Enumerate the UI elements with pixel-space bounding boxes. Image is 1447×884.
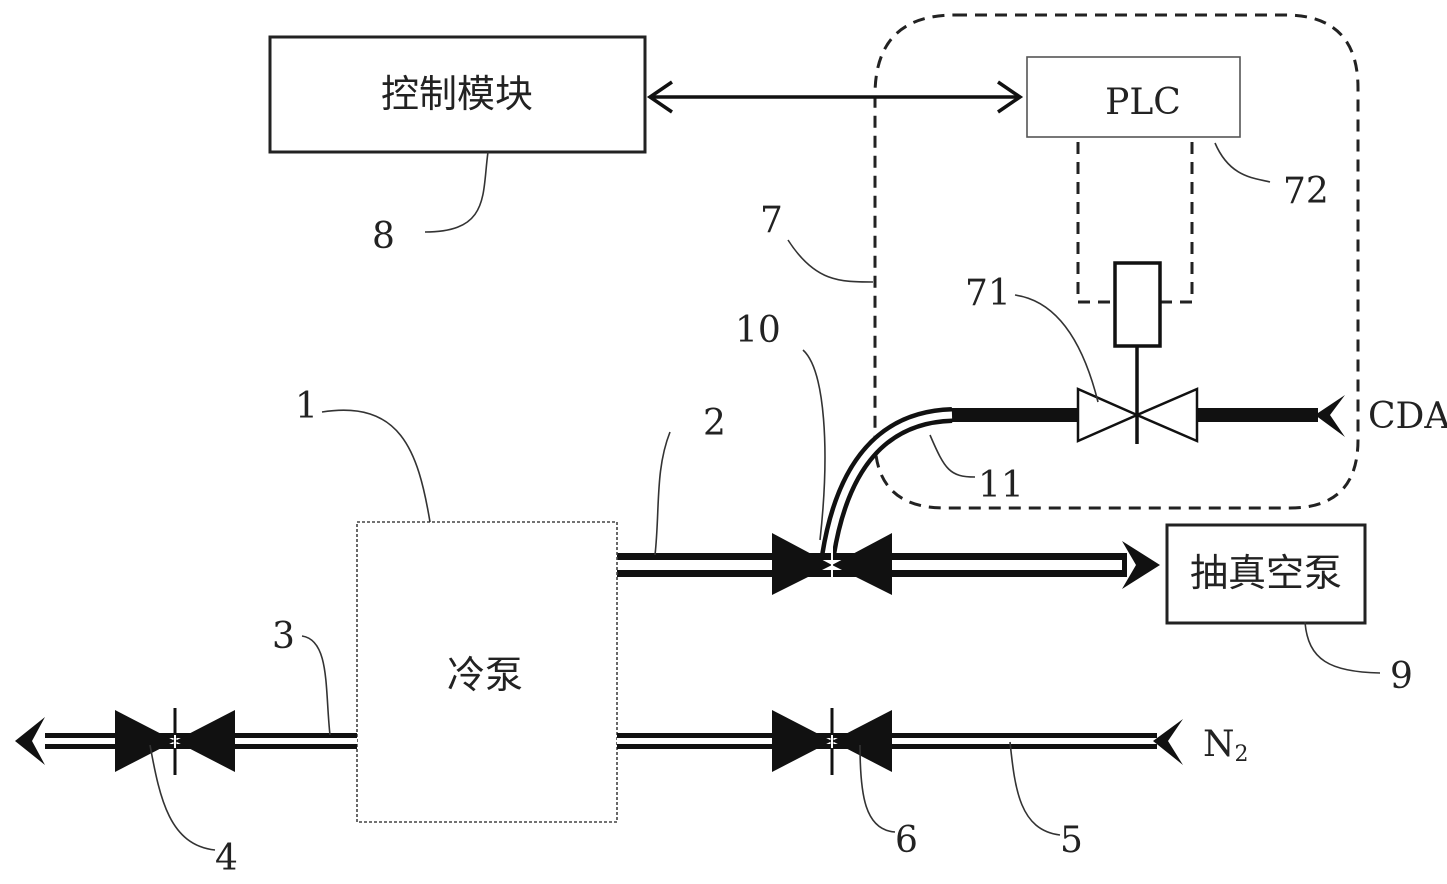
n2-purge-line bbox=[617, 719, 1183, 765]
roughing-valve bbox=[772, 533, 892, 595]
vacuum-pump-label: 抽真空泵 bbox=[1190, 551, 1342, 595]
plc-box bbox=[1026, 56, 1241, 138]
cryo-pump-label: 冷泵 bbox=[447, 653, 523, 697]
plc-label: PLC bbox=[1105, 82, 1181, 123]
leader-lines bbox=[149, 142, 1381, 851]
cda-solenoid-valve bbox=[1076, 387, 1199, 443]
callout-5: 5 bbox=[1060, 820, 1083, 861]
n2-purge-valve bbox=[772, 708, 892, 775]
plc-control-signal-lines bbox=[1076, 142, 1194, 304]
callout-71: 71 bbox=[965, 273, 1011, 314]
n2-label: N2 bbox=[1203, 724, 1249, 767]
solenoid-actuator bbox=[1113, 261, 1162, 348]
control-module-box bbox=[268, 35, 647, 154]
callout-3: 3 bbox=[272, 616, 295, 657]
vacuum-pump-box bbox=[1165, 523, 1367, 625]
control-plc-link-arrow bbox=[646, 80, 1024, 114]
exhaust-valve bbox=[115, 708, 235, 775]
callout-7: 7 bbox=[760, 200, 783, 241]
cda-pipe bbox=[950, 395, 1345, 437]
callout-6: 6 bbox=[895, 820, 918, 861]
callout-8: 8 bbox=[372, 216, 395, 257]
callout-11: 11 bbox=[978, 465, 1024, 506]
callout-72: 72 bbox=[1283, 171, 1329, 212]
callout-9: 9 bbox=[1390, 656, 1413, 697]
callout-1: 1 bbox=[295, 386, 318, 427]
cryo-pump-box bbox=[356, 521, 618, 823]
control-module-label: 控制模块 bbox=[381, 72, 533, 116]
purge-hose bbox=[820, 407, 953, 557]
callout-2: 2 bbox=[703, 403, 726, 444]
callout-4: 4 bbox=[215, 838, 238, 879]
callout-10: 10 bbox=[735, 310, 781, 351]
purge-assembly-enclosure bbox=[873, 13, 1360, 510]
cda-label: CDA bbox=[1368, 396, 1447, 437]
